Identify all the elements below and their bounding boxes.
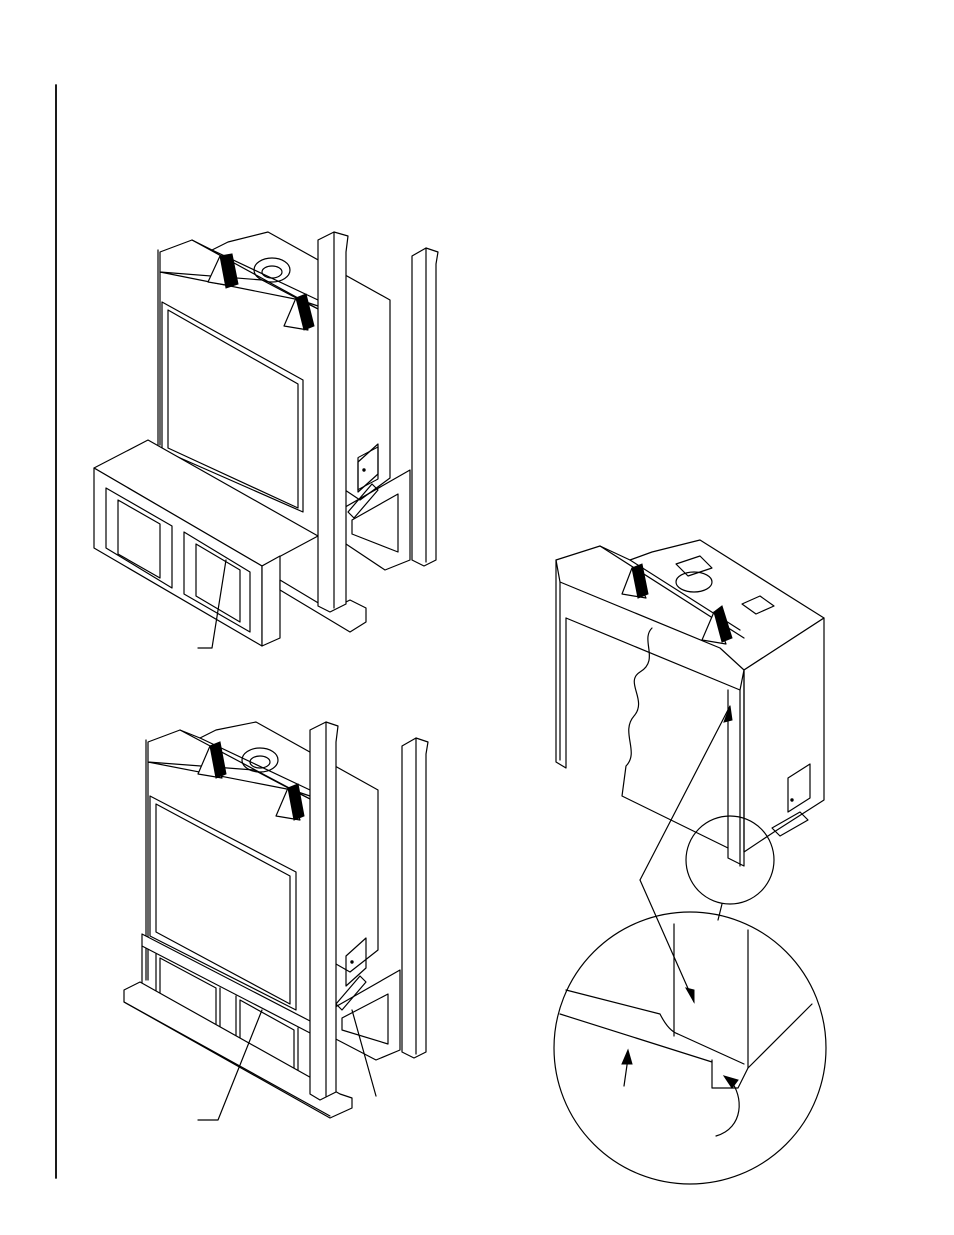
stud-rear	[412, 248, 438, 566]
detail-base-edge	[566, 990, 744, 1064]
figure-raised-platform	[94, 232, 438, 648]
detail-side	[748, 1004, 812, 1068]
leader-line-3	[352, 1010, 376, 1096]
detail-enlarged-circle	[554, 912, 826, 1184]
access-panel-screw	[363, 469, 365, 471]
pointer-arrowhead-detail	[686, 988, 694, 1002]
detail-connector	[718, 904, 722, 920]
access-panel-screw	[351, 961, 353, 963]
stud-front	[310, 722, 338, 1100]
detail-callout-circle	[686, 816, 774, 904]
platform-side	[262, 556, 280, 646]
stud-front	[318, 232, 348, 612]
unit-corner	[728, 670, 744, 866]
stud-rear	[402, 738, 428, 1058]
access-panel-screw	[791, 799, 793, 801]
figure-floor-platform	[124, 722, 428, 1120]
detail-lower-edge	[560, 1014, 712, 1062]
arrow-up-head	[622, 1050, 632, 1064]
detail-post	[674, 924, 748, 1088]
pointer-line	[640, 706, 730, 880]
curved-arrow-head	[724, 1076, 738, 1088]
pointer-line-detail	[640, 880, 694, 1002]
cutaway-edge	[622, 628, 728, 848]
unit-top-box	[148, 722, 378, 972]
figure-unit-detail	[554, 540, 826, 1184]
